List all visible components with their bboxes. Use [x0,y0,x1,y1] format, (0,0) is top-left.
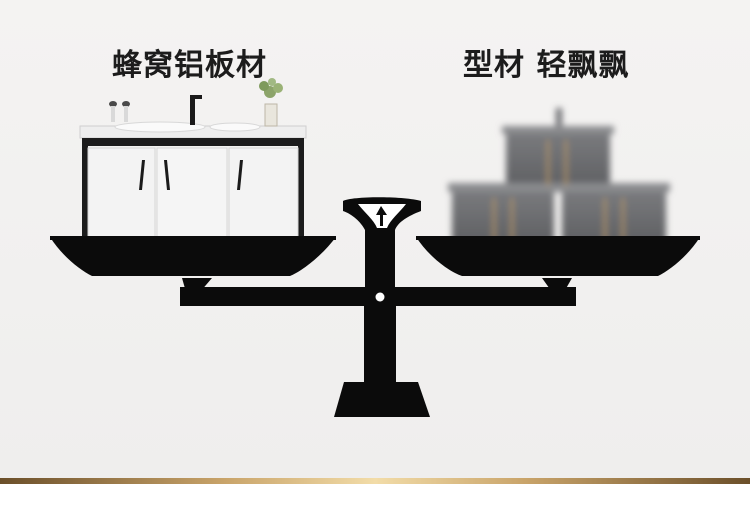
left-heading: 蜂窝铝板材 [112,48,267,83]
arrow-up-icon [358,204,406,228]
balance-scale-icon [50,197,700,417]
profile-cabinets-blurred [448,108,670,245]
honeycomb-aluminum-cabinet [79,78,307,246]
balance-scale-illustration [50,78,700,417]
potted-plant-icon [259,78,283,127]
faucet-icon [190,95,195,125]
right-heading: 型材 轻飘飘 [463,48,630,83]
shaving-brush-icon [109,101,130,122]
gold-divider [0,478,750,484]
pivot-dot [375,292,385,302]
bottom-strip [0,484,750,530]
